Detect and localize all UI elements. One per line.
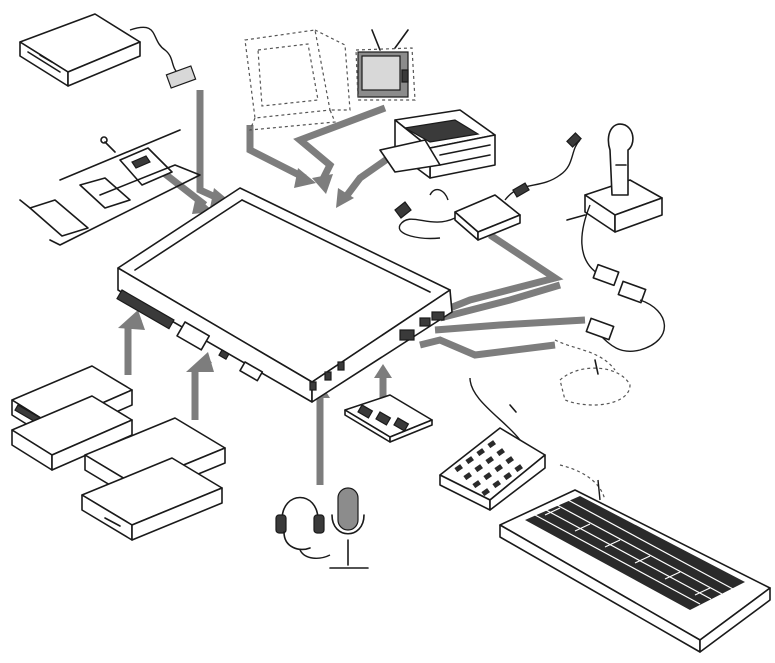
printer-icon <box>380 110 495 178</box>
arrow-diskette <box>200 90 222 200</box>
tv-icon <box>356 30 415 100</box>
arrow-monitor <box>250 125 305 178</box>
arrowhead-tv <box>312 174 333 194</box>
microphone-icon <box>330 488 368 568</box>
arrowhead-drive2 <box>186 352 214 372</box>
arrow-mouse <box>435 320 585 330</box>
arrowhead-memory <box>374 364 392 378</box>
keyboard-icon <box>500 465 770 652</box>
headset-icon <box>276 498 330 559</box>
keypad-icon <box>440 378 545 510</box>
memory-module-icon <box>345 395 432 442</box>
arrow-keypad <box>420 340 555 355</box>
pc-card-icon <box>20 130 200 245</box>
diskette-drive-icon <box>20 14 196 88</box>
monitor-icon <box>245 30 350 130</box>
laptop-icon <box>117 188 452 402</box>
